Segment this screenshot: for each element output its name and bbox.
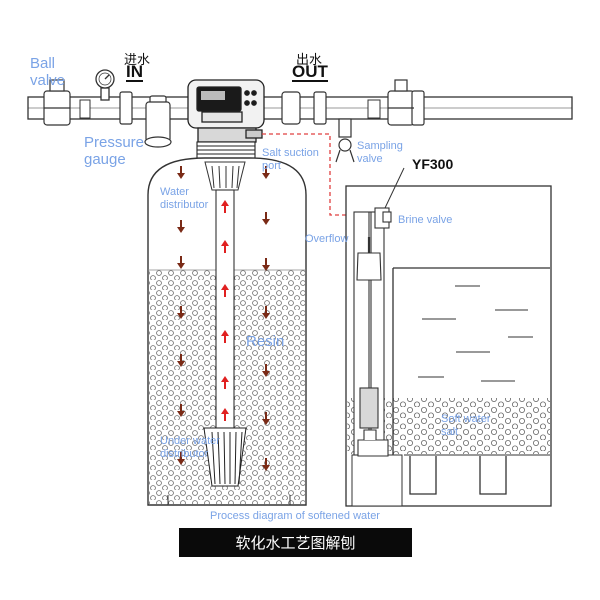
sampling-valve-label: Sampling valve: [357, 140, 403, 165]
inlet-cn-label: 进水: [124, 53, 151, 68]
overflow-label: Overflow: [305, 233, 349, 245]
pressure-gauge-label: Pressure gauge: [84, 134, 145, 169]
outlet-coupling-icon: [281, 79, 425, 126]
model-label: YF300: [412, 156, 454, 172]
salt-suction-port-label: Salt suction port: [262, 147, 319, 172]
ball-valve-label: Ball valve: [30, 55, 66, 90]
water-distributor-label: Water distributor: [160, 186, 209, 211]
upflow-arrows: [221, 200, 229, 421]
inlet-en-label: IN: [126, 62, 143, 82]
outlet-cn-label: 出水: [296, 53, 323, 68]
brine-well-assembly: [353, 211, 389, 457]
brine-valve-icon: [374, 207, 392, 229]
tank-neck: [196, 141, 256, 163]
downflow-arrows: [177, 166, 270, 471]
riser-tube: [215, 189, 235, 429]
pressure-gauge-icon: [95, 69, 115, 101]
caption-cn: 软化水工艺图解刨: [179, 528, 412, 557]
soft-water-salt-label: Soft water salt: [441, 413, 491, 438]
outlet-valve-icon: [367, 99, 381, 119]
inlet-coupling-icon: [119, 91, 172, 148]
under-water-distributor-label: Under water distributor: [160, 435, 220, 460]
outlet-en-label: OUT: [292, 62, 328, 82]
ball-valve-left-icon: [43, 79, 71, 126]
brine-valve-label: Brine valve: [398, 214, 453, 226]
water-distributor-icon: [204, 161, 246, 191]
control-valve-head: [187, 79, 265, 143]
resin-label: Resin: [246, 333, 285, 350]
water-level-lines: [418, 285, 533, 382]
sampling-valve-icon: [335, 118, 355, 163]
inlet-valve-icon: [79, 99, 91, 119]
model-leader-line: [384, 167, 405, 209]
under-water-distributor-icon: [203, 427, 247, 487]
process-title: Process diagram of softened water: [210, 510, 380, 522]
